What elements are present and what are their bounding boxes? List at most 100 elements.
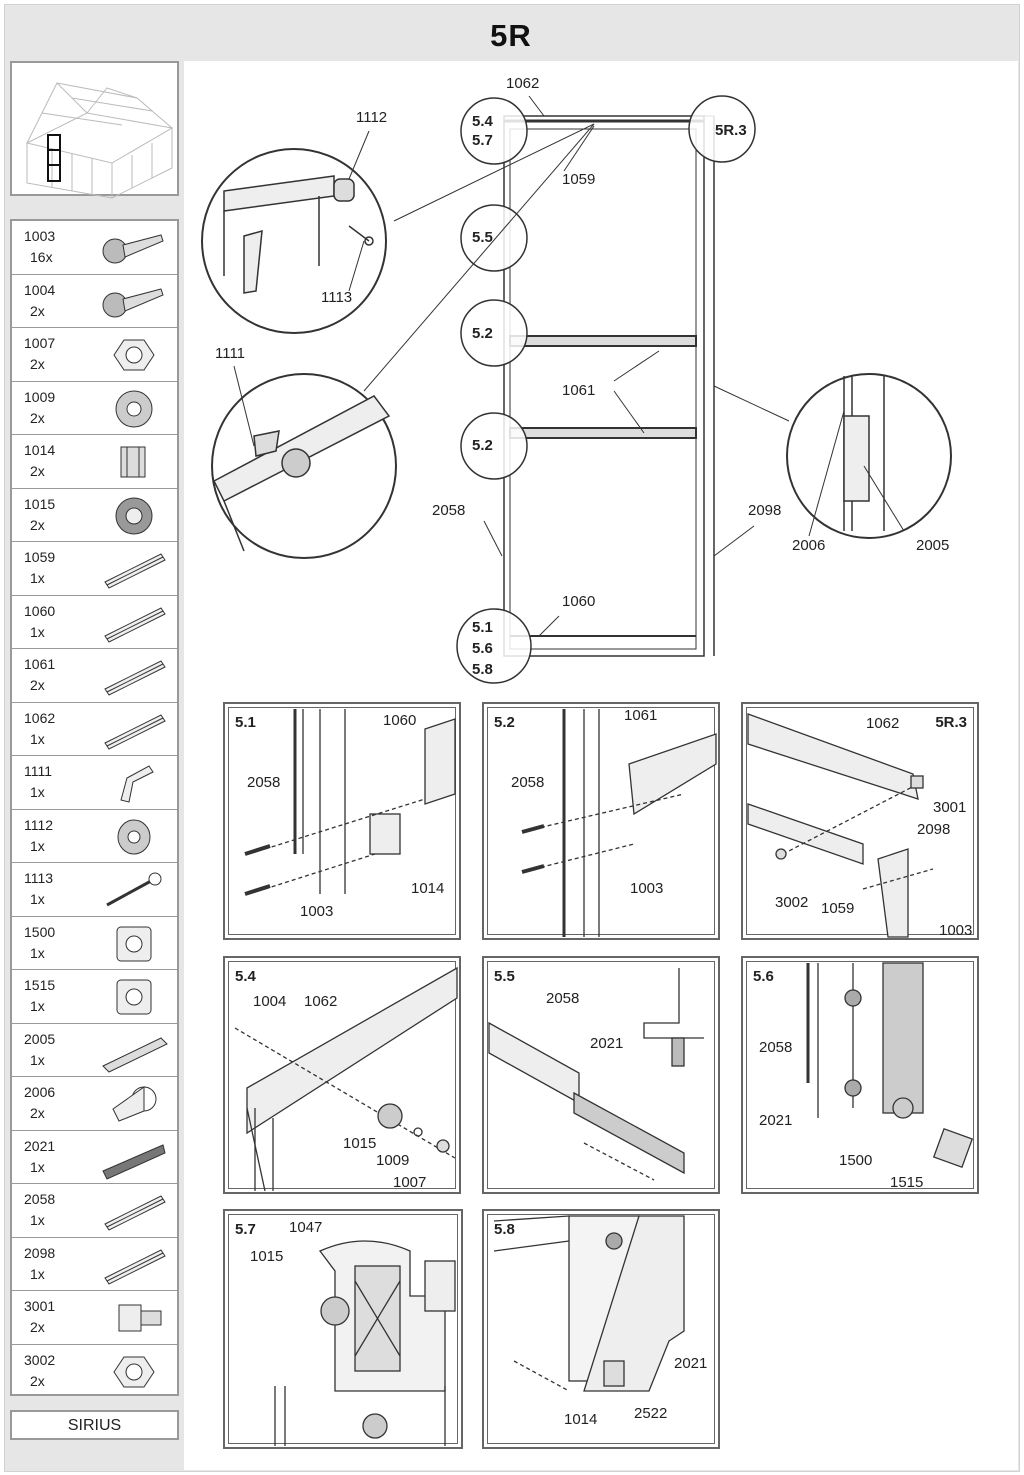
- part-quantity: 1x: [30, 1265, 45, 1282]
- label-1062: 1062: [506, 75, 540, 92]
- latch-icon: [99, 760, 169, 806]
- part-quantity: 1x: [30, 570, 45, 587]
- detail-tag: 5R.3: [935, 714, 967, 731]
- bolt-icon: [99, 1295, 169, 1341]
- part-quantity: 2x: [30, 516, 45, 533]
- part-code: 1060: [24, 602, 56, 619]
- detail-5r3: 5R.3 1062 3001 2098 3002 1059 1003: [741, 702, 979, 940]
- sleeve-icon: [99, 1081, 169, 1127]
- callout-58: 5.8: [472, 661, 493, 678]
- detail-label: 1515: [890, 1174, 924, 1191]
- part-quantity: 2x: [30, 1105, 45, 1122]
- part-code: 2006: [24, 1084, 56, 1101]
- callout-57: 5.7: [472, 132, 493, 149]
- detail-label: 2058: [759, 1039, 793, 1056]
- detail-tag: 5.2: [494, 714, 515, 731]
- part-text: 1061 2x: [12, 654, 94, 696]
- detail-5-7: 5.7 1047 1015: [223, 1209, 463, 1449]
- part-quantity: 2x: [30, 1373, 45, 1390]
- detail-label: 2522: [634, 1405, 668, 1422]
- label-1111: 1111: [215, 345, 246, 362]
- part-row: 1060 1x: [12, 596, 177, 649]
- detail-5-6: 5.6 2058 2021 1500 1515: [741, 956, 979, 1194]
- part-quantity: 2x: [30, 409, 45, 426]
- part-quantity: 1x: [30, 837, 45, 854]
- detail-label: 1015: [343, 1135, 377, 1152]
- part-quantity: 1x: [30, 730, 45, 747]
- wheel-icon: [99, 493, 169, 539]
- part-quantity: 1x: [30, 623, 45, 640]
- detail-label: 3001: [933, 799, 967, 816]
- part-quantity: 1x: [30, 944, 45, 961]
- detail-tag: 5.8: [494, 1221, 515, 1238]
- part-code: 1062: [24, 709, 56, 726]
- callout-54: 5.4: [472, 113, 493, 130]
- part-code: 1500: [24, 923, 56, 940]
- detail-tag: 5.7: [235, 1221, 256, 1238]
- part-quantity: 1x: [30, 1051, 45, 1068]
- part-code: 1009: [24, 388, 56, 405]
- detail-label: 1061: [624, 707, 658, 724]
- detail-label: 1014: [411, 880, 445, 897]
- callout-52a: 5.2: [472, 325, 493, 342]
- part-quantity: 2x: [30, 302, 45, 319]
- part-code: 1014: [24, 442, 56, 459]
- part-quantity: 2x: [30, 356, 45, 373]
- detail-label: 1007: [393, 1174, 427, 1191]
- label-1059: 1059: [562, 171, 596, 188]
- door-assembly-diagram: [201, 95, 952, 684]
- detail-5-8: 5.8 2021 1014 2522: [482, 1209, 720, 1449]
- square-nut-icon: [99, 921, 169, 967]
- detail-tag: 5.1: [235, 714, 256, 731]
- detail-5-4: 5.4 1004 1062 1015 1009 1007: [223, 956, 461, 1194]
- detail-label: 1500: [839, 1152, 873, 1169]
- profile-icon: [99, 546, 169, 592]
- detail-label: 2021: [590, 1035, 624, 1052]
- detail-tag: 5.4: [235, 968, 256, 985]
- part-text: 1062 1x: [12, 708, 94, 750]
- door-inner-frame: [509, 128, 697, 650]
- nut-icon: [99, 332, 169, 378]
- zoom-circle-latch: [201, 148, 387, 334]
- detail-label: 1004: [253, 993, 287, 1010]
- detail-5-1: 5.1 1060 2058 1014 1003: [223, 702, 461, 940]
- detail-label: 1062: [304, 993, 338, 1010]
- part-code: 1113: [24, 870, 54, 887]
- callout-circle-52a: [460, 299, 528, 367]
- callout-55: 5.5: [472, 229, 493, 246]
- part-quantity: 2x: [30, 677, 45, 694]
- model-name-box: SIRIUS: [10, 1410, 179, 1440]
- label-1113: 1113: [321, 289, 353, 306]
- detail-label: 1060: [383, 712, 417, 729]
- detail-label: 1047: [289, 1219, 323, 1236]
- part-row: 1061 2x: [12, 649, 177, 703]
- part-quantity: 1x: [30, 1212, 45, 1229]
- part-quantity: 1x: [30, 1158, 45, 1175]
- page-title: 5R: [490, 18, 532, 53]
- detail-tag: 5.5: [494, 968, 515, 985]
- part-code: 1111: [24, 763, 53, 780]
- part-quantity: 2x: [30, 1319, 45, 1336]
- part-text: 2006 2x: [12, 1082, 94, 1124]
- part-code: 1061: [24, 656, 56, 673]
- detail-label: 2058: [546, 990, 580, 1007]
- strip-icon: [99, 1028, 169, 1074]
